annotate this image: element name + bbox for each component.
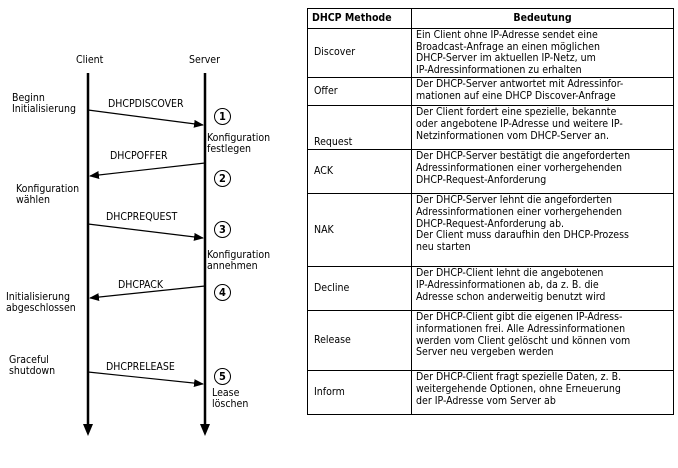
table-row: Offer Der DHCP-Server antwortet mit Adre… xyxy=(307,77,674,107)
table-row: NAK Der DHCP-Server lehnt die angeforder… xyxy=(307,193,674,268)
message-dhcpdiscover: DHCPDISCOVER xyxy=(108,98,184,110)
release-arrow xyxy=(87,371,204,388)
meaning-cell: Der DHCP-Server lehnt die angeforderten … xyxy=(411,193,674,268)
method-cell: Release xyxy=(307,310,412,372)
meaning-cell: Der DHCP-Server antwortet mit Adressinfo… xyxy=(411,77,674,107)
note-konfiguration-waehlen: Konfiguration wählen xyxy=(16,183,80,206)
meaning-cell: Der DHCP-Server bestätigt die angeforder… xyxy=(411,149,674,195)
server-lifeline-arrowhead xyxy=(200,424,210,436)
table-row: Release Der DHCP-Client gibt die eigenen… xyxy=(307,310,674,372)
step-2-marker: 2 xyxy=(214,170,231,187)
message-dhcprequest: DHCPREQUEST xyxy=(106,211,178,223)
note-konfiguration-annehmen: Konfiguration annehmen xyxy=(207,249,271,272)
sequence-lines xyxy=(83,73,210,436)
ack-arrow xyxy=(89,285,206,302)
message-dhcpack: DHCPACK xyxy=(118,279,164,291)
request-arrow xyxy=(87,223,204,241)
client-label: Client xyxy=(76,54,104,66)
step-3-marker: 3 xyxy=(214,221,231,238)
discover-arrow xyxy=(87,109,204,128)
method-cell: Decline xyxy=(307,266,412,312)
note-initialisierung-abgeschlossen: Initialisierung abgeschlossen xyxy=(6,291,76,314)
server-label: Server xyxy=(189,54,220,66)
note-graceful-shutdown: Graceful shutdown xyxy=(9,354,56,377)
offer-arrow xyxy=(89,162,206,179)
client-lifeline-arrowhead xyxy=(83,424,93,436)
step-1-marker: 1 xyxy=(214,108,231,125)
note-lease-loeschen: Lease löschen xyxy=(212,387,249,410)
table-row: ACK Der DHCP-Server bestätigt die angefo… xyxy=(307,149,674,195)
step-5-marker: 5 xyxy=(214,368,231,385)
meaning-cell: Der DHCP-Client lehnt die angebotenen IP… xyxy=(411,266,674,312)
method-cell: Inform xyxy=(307,370,412,416)
table-row: Request Der Client fordert eine speziell… xyxy=(307,105,674,151)
meaning-cell: Der DHCP-Client fragt spezielle Daten, z… xyxy=(411,370,674,416)
note-beginn-initialisierung: Beginn Initialisierung xyxy=(12,92,76,115)
table-header-row: DHCP Methode Bedeutung xyxy=(307,8,674,29)
meaning-cell: Der Client fordert eine spezielle, bekan… xyxy=(411,105,674,151)
header-dhcp-methode: DHCP Methode xyxy=(307,8,412,29)
method-cell: NAK xyxy=(307,193,412,268)
method-cell: Offer xyxy=(307,77,412,107)
method-cell: Discover xyxy=(307,27,412,79)
message-dhcprelease: DHCPRELEASE xyxy=(106,361,175,373)
dhcp-sequence-diagram: Client Server Beginn Initialisierung Kon… xyxy=(0,0,300,468)
table-row: Decline Der DHCP-Client lehnt die angebo… xyxy=(307,266,674,312)
header-bedeutung: Bedeutung xyxy=(411,8,674,29)
message-dhcpoffer: DHCPOFFER xyxy=(110,150,168,162)
method-cell: Request xyxy=(307,105,412,151)
table-row: Discover Ein Client ohne IP-Adresse send… xyxy=(307,27,674,79)
table-row: Inform Der DHCP-Client fragt spezielle D… xyxy=(307,370,674,416)
meaning-cell: Der DHCP-Client gibt die eigenen IP-Adre… xyxy=(411,310,674,372)
method-cell: ACK xyxy=(307,149,412,195)
dhcp-methods-table: DHCP Methode Bedeutung Discover Ein Clie… xyxy=(307,8,674,416)
meaning-cell: Ein Client ohne IP-Adresse sendet eine B… xyxy=(411,27,674,79)
note-konfiguration-festlegen: Konfiguration festlegen xyxy=(207,132,271,155)
step-4-marker: 4 xyxy=(214,284,231,301)
